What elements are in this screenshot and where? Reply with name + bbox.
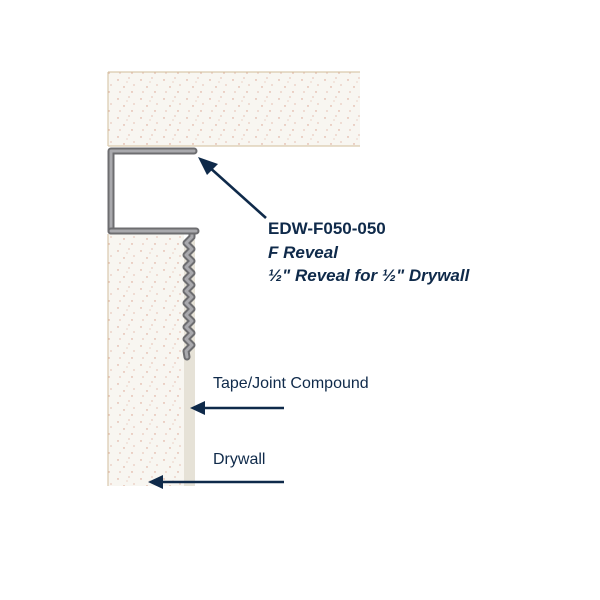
tape-joint-label: Tape/Joint Compound [213, 375, 369, 392]
part-number-label: EDW-F050-050 [268, 219, 386, 238]
drywall-arrow [148, 475, 284, 489]
ceiling-drywall [107, 71, 360, 147]
part-name-label: F Reveal [268, 243, 338, 262]
f-reveal-trim [107, 147, 200, 361]
wall-drywall [107, 234, 184, 486]
part-description-label: ½" Reveal for ½" Drywall [268, 266, 470, 285]
joint-compound-strip [184, 240, 195, 486]
tape-joint-arrow [190, 401, 284, 415]
drywall-label: Drywall [213, 451, 266, 468]
callout-arrow [198, 157, 267, 219]
